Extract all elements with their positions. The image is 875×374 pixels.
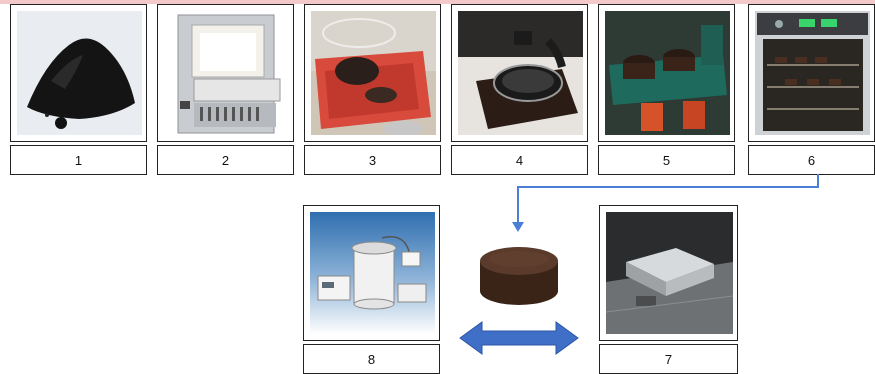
step-2-label: 2	[157, 145, 294, 175]
step-7-label: 7	[599, 344, 738, 374]
step-4: 4	[451, 4, 588, 175]
muffle-furnace-icon	[164, 11, 289, 135]
vacuum-impregnation-icon	[310, 212, 435, 334]
sieve-tray-icon	[458, 11, 583, 135]
step-6: 6	[748, 4, 875, 175]
hydraulic-press-icon	[605, 11, 730, 135]
step-2: 2	[157, 4, 294, 175]
step-4-label: 4	[451, 145, 588, 175]
black-powder-pile-icon	[17, 11, 142, 135]
photo-muffle-furnace	[157, 4, 294, 142]
step-8: 8	[303, 205, 440, 374]
photo-black-powder	[10, 4, 147, 142]
double-arrow-icon	[459, 321, 579, 355]
photo-vacuum-unit	[303, 205, 440, 341]
step-8-label: 8	[303, 344, 440, 374]
photo-metal-press	[599, 205, 738, 341]
metal-press-block-icon	[606, 212, 733, 334]
lab-balance-icon	[311, 11, 436, 135]
step-7: 7	[599, 205, 738, 374]
pressed-disk-specimen-icon	[480, 247, 558, 305]
step-1-label: 1	[10, 145, 147, 175]
step-1: 1	[10, 4, 147, 175]
step-6-label: 6	[748, 145, 875, 175]
photo-hydraulic-press	[598, 4, 735, 142]
drying-oven-icon	[755, 11, 870, 135]
step-5: 5	[598, 4, 735, 175]
photo-powder-on-balance	[304, 4, 441, 142]
photo-drying-oven	[748, 4, 875, 142]
photo-sieving	[451, 4, 588, 142]
step-3: 3	[304, 4, 441, 175]
cropped-caption-band	[0, 0, 875, 4]
step-5-label: 5	[598, 145, 735, 175]
step-3-label: 3	[304, 145, 441, 175]
